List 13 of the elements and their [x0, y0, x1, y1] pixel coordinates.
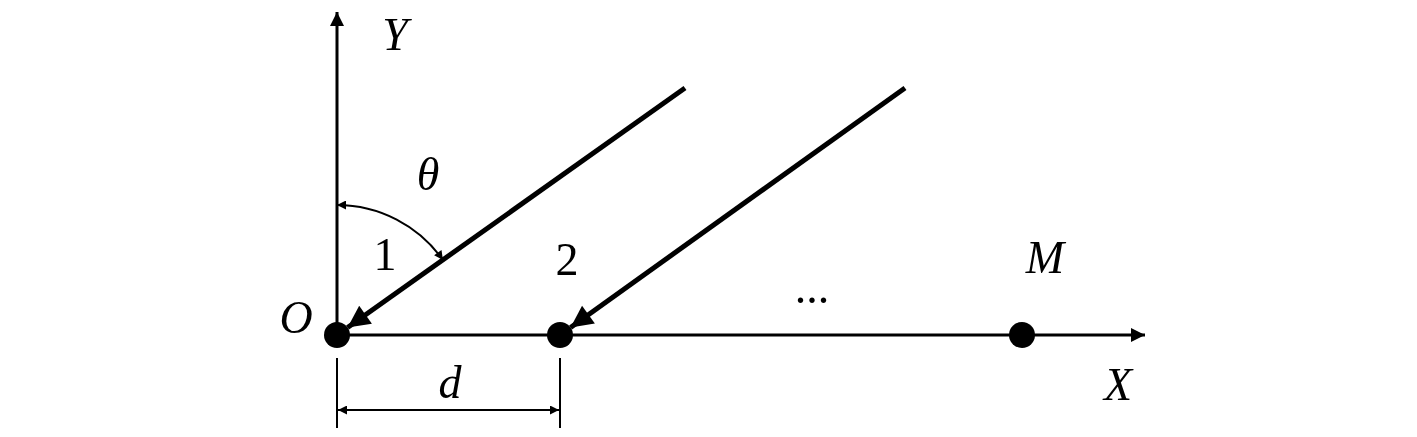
angle-label: θ [416, 152, 440, 198]
dot [547, 322, 573, 348]
axis-label: X [1103, 362, 1133, 408]
point-label: M [1025, 235, 1065, 281]
dimension-label: d [438, 360, 462, 406]
dot [1009, 322, 1035, 348]
arrow [569, 85, 907, 330]
element-number: 2 [555, 237, 579, 283]
ellipsis: ... [794, 265, 830, 311]
dot [324, 322, 350, 348]
element-number: 1 [373, 232, 397, 278]
arrow [346, 85, 687, 330]
point-label: O [279, 295, 313, 341]
